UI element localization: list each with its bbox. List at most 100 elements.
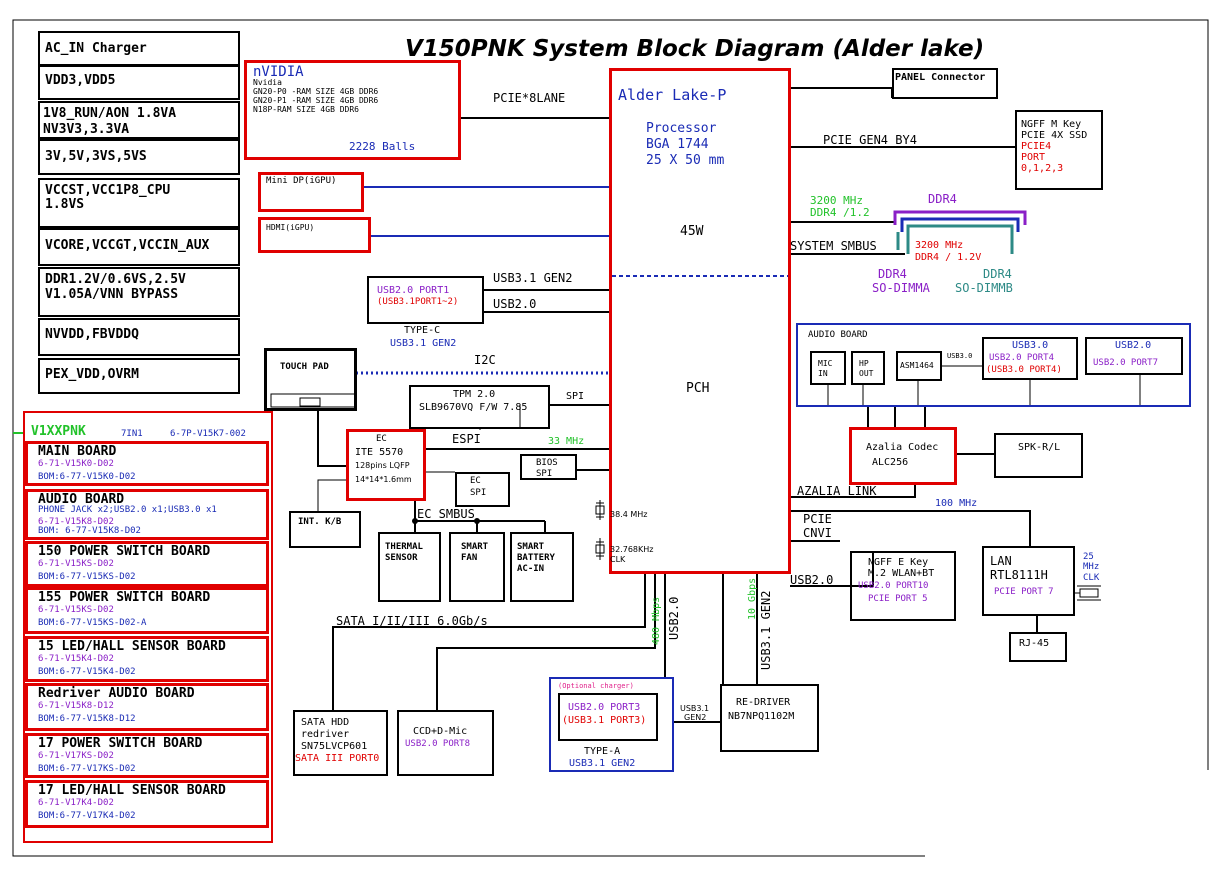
- ngff-m-line: PCIE4: [1021, 141, 1052, 152]
- battery-line: SMART: [517, 542, 545, 552]
- panel-label: PANEL Connector: [895, 72, 986, 83]
- ddr-freq-red: 3200 MHz: [915, 240, 964, 251]
- rj45-block: RJ-45: [1009, 632, 1067, 662]
- ngff-e-line: NGFF E Key: [868, 557, 929, 568]
- type-c-port: USB2.0 PORT1: [377, 285, 450, 296]
- power-rail-label: VDD3,VDD5: [45, 73, 116, 88]
- power-rail-box: PEX_VDD,OVRM: [38, 358, 240, 394]
- ddr-volt-green: DDR4 /1.2: [810, 206, 870, 219]
- port4-line: (USB3.0 PORT4): [986, 365, 1062, 375]
- usb-port7-block: USB2.0 USB2.0 PORT7: [1085, 337, 1183, 375]
- port4-title: USB3.0: [1012, 340, 1049, 351]
- sata-line: redriver: [301, 729, 350, 740]
- ddr4-label: DDR4: [928, 192, 957, 206]
- ec-ite5570-block: EC ITE 5570 128pins LQFP 14*14*1.6mm: [346, 429, 426, 501]
- type-a-gen: USB3.1 GEN2: [569, 758, 636, 769]
- ngff-e-key-block: NGFF E Key M.2 WLAN+BT USB2.0 PORT10 PCI…: [850, 551, 956, 621]
- power-rail-box: 1V8_RUN/AON 1.8VA NV3V3,3.3VA: [38, 101, 240, 139]
- cpu-title: Alder Lake-P: [618, 86, 727, 104]
- power-rail-box: 3V,5V,3VS,5VS: [38, 139, 240, 175]
- ec-spi-line: SPI: [470, 488, 487, 498]
- vbus-gen2-label: USB3.1 GEN2: [759, 590, 773, 670]
- codec-line: ALC256: [872, 457, 909, 468]
- power-rail-box: VCCST,VCC1P8_CPU 1.8VS: [38, 178, 240, 228]
- board-bom: BOM: 6-77-V15K8-D02: [38, 526, 141, 536]
- nvidia-title: nVIDIA: [253, 64, 304, 80]
- cpu-bga: BGA 1744: [646, 137, 709, 152]
- nvidia-line: GN20-P1 -RAM SIZE 4GB DDR6: [253, 96, 379, 105]
- lan-xtal: 25: [1083, 552, 1094, 562]
- ngff-m-line: 0,1,2,3: [1021, 163, 1064, 174]
- i2c-label: I2C: [474, 353, 496, 367]
- power-rail-label: NVVDD,FBVDDQ: [45, 327, 139, 342]
- type-c-sub: (USB3.1PORT1~2): [377, 297, 459, 307]
- sata-line: SN75LVCP601: [301, 741, 368, 752]
- thermal-line: SENSOR: [385, 553, 418, 563]
- mini-dp-block: Mini DP(iGPU): [258, 172, 364, 212]
- fan-line: SMART: [461, 542, 489, 552]
- nvidia-line: GN20-P0 -RAM SIZE 4GB DDR6: [253, 87, 379, 96]
- lan-xtal: CLK: [1083, 573, 1100, 583]
- rj45-label: RJ-45: [1019, 638, 1050, 649]
- board-part-number: 6-71-V15K0-D02: [38, 459, 114, 469]
- page-title: V150PNK System Block Diagram (Alder lake…: [405, 36, 985, 62]
- board-part-number: 6-71-V15KS-D02: [38, 559, 114, 569]
- power-rail-label: 1V8_RUN/AON 1.8VA: [43, 106, 177, 121]
- type-c-gen: USB3.1 GEN2: [390, 338, 457, 349]
- sodimm-a-label: DDR4: [878, 267, 907, 281]
- power-rail-label: VCORE,VCCGT,VCCIN_AUX: [45, 238, 210, 253]
- power-rail-label: 3V,5V,3VS,5VS: [45, 149, 147, 164]
- panel-connector: PANEL Connector: [892, 68, 998, 99]
- type-a-port-block: USB2.0 PORT3 (USB3.1 PORT3): [558, 693, 658, 741]
- ngff-m-line: NGFF M Key: [1021, 119, 1082, 130]
- board-bom: BOM:6-77-V15K0-D02: [38, 472, 136, 482]
- cnvi-label: CNVI: [803, 526, 832, 540]
- ngff-m-line: PCIE 4X SSD: [1021, 130, 1088, 141]
- thermal-line: THERMAL: [385, 542, 423, 552]
- ec-smbus-label: EC SMBUS: [417, 507, 475, 521]
- vbus-10g-label: 10 Gbps: [747, 577, 758, 620]
- touch-pad-block: TOUCH PAD: [264, 348, 357, 411]
- ngff-m-key-block: NGFF M Key PCIE 4X SSD PCIE4 PORT 0,1,2,…: [1015, 110, 1103, 190]
- board-name: 15 LED/HALL SENSOR BOARD: [38, 639, 226, 654]
- battery-line: BATTERY: [517, 553, 555, 563]
- power-rail-label: PEX_VDD,OVRM: [45, 367, 139, 382]
- type-a-group: (Optional charger) TYPE-A USB3.1 GEN2: [549, 677, 674, 772]
- hp-out-jack: HP OUT: [851, 351, 885, 385]
- type-a-port: USB2.0 PORT3: [568, 702, 641, 713]
- power-rail-label: DDR1.2V/0.6VS,2.5V: [45, 272, 186, 287]
- system-smbus-label: SYSTEM SMBUS: [790, 239, 877, 253]
- ec-line: ITE 5570: [355, 447, 404, 458]
- cpu-power: 45W: [680, 224, 704, 239]
- hdmi-label: HDMI(iGPU): [266, 223, 315, 232]
- lan-line: RTL8111H: [990, 568, 1048, 582]
- board-bom: BOM:6-77-V15K4-D02: [38, 667, 136, 677]
- battery-line: AC-IN: [517, 564, 545, 574]
- nvidia-line: Nvidia: [253, 78, 282, 87]
- azalia-link-label: AZALIA LINK: [797, 484, 877, 498]
- board-name: Redriver AUDIO BOARD: [38, 686, 195, 701]
- power-rail-label: 1.8VS: [45, 197, 85, 212]
- bios-spi-block: BIOS SPI: [520, 454, 577, 480]
- redriver-block: RE-DRIVER NB7NPQ1102M: [720, 684, 819, 752]
- smart-battery-block: SMART BATTERY AC-IN: [510, 532, 574, 602]
- codec-line: Azalia Codec: [866, 442, 939, 453]
- type-a-bus: USB3.1: [680, 704, 710, 713]
- pcie-label: PCIE: [803, 512, 832, 526]
- hdmi-block: HDMI(iGPU): [258, 217, 371, 253]
- ec-line: 14*14*1.6mm: [355, 475, 412, 484]
- board-bom: BOM:6-77-V15KS-D02-A: [38, 618, 147, 628]
- lan-rtl8111h-block: LAN RTL8111H PCIE PORT 7: [982, 546, 1075, 616]
- usb-port4-block: USB3.0 USB2.0 PORT4 (USB3.0 PORT4): [982, 337, 1078, 380]
- board-name: 17 LED/HALL SENSOR BOARD: [38, 783, 226, 798]
- port7-title: USB2.0: [1115, 340, 1152, 351]
- espi-label: ESPI: [452, 432, 481, 446]
- sodimm-b-name: SO-DIMMB: [955, 281, 1013, 295]
- speaker-block: SPK-R/L: [994, 433, 1083, 478]
